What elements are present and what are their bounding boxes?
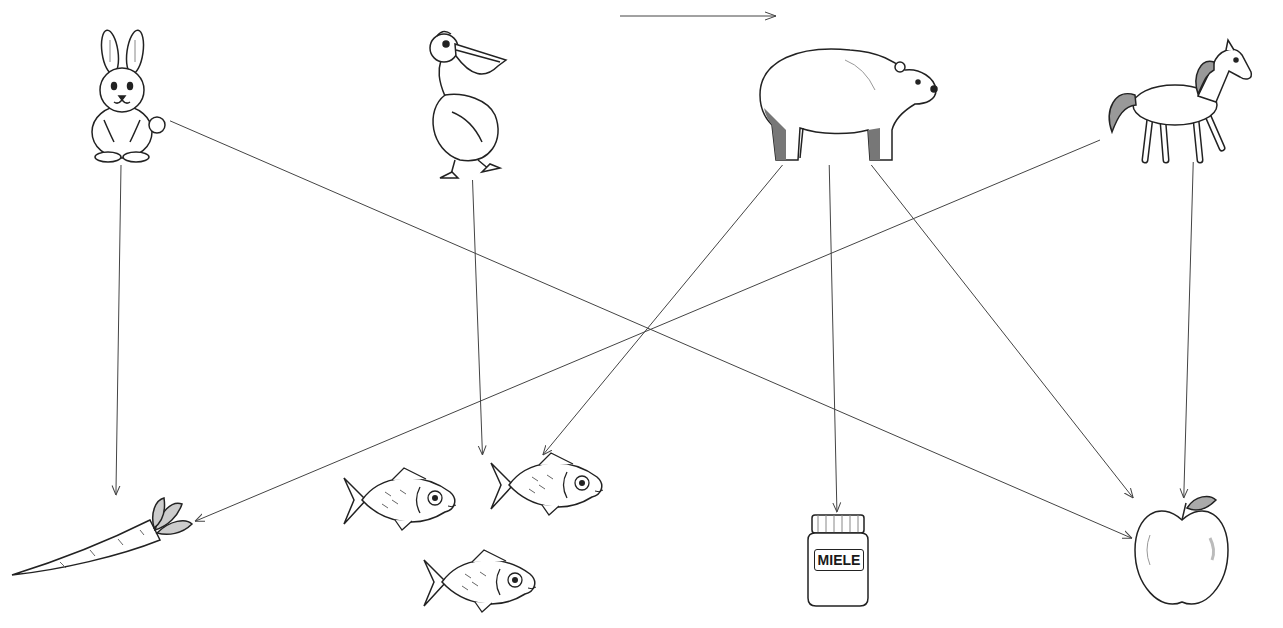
carrot-figure — [5, 495, 195, 580]
bear-drawing — [760, 49, 937, 160]
food-arrow — [1184, 162, 1193, 498]
food-arrow — [195, 140, 1100, 521]
food-arrow — [871, 165, 1133, 498]
rabbit-drawing — [92, 29, 165, 162]
food-arrow — [116, 165, 121, 495]
pelican-drawing — [430, 31, 506, 178]
jar-label: MIELE — [814, 549, 865, 571]
apple-figure — [1132, 498, 1232, 614]
horse-figure — [1100, 38, 1255, 162]
pelican-figure — [418, 28, 508, 180]
food-arrow — [829, 165, 837, 512]
fish-drawing — [344, 453, 603, 612]
food-arrow — [543, 165, 783, 455]
carrot-drawing — [12, 498, 192, 575]
direction-arrow — [620, 16, 776, 17]
bear-figure — [745, 40, 940, 165]
apple-drawing — [1135, 496, 1228, 604]
fish-figure — [335, 455, 610, 623]
honey-jar: MIELE — [806, 512, 872, 608]
rabbit-figure — [85, 30, 170, 165]
honey-jar-drawing — [808, 515, 868, 606]
food-arrow — [170, 121, 1132, 538]
horse-drawing — [1109, 40, 1251, 160]
food-arrow — [473, 180, 483, 455]
